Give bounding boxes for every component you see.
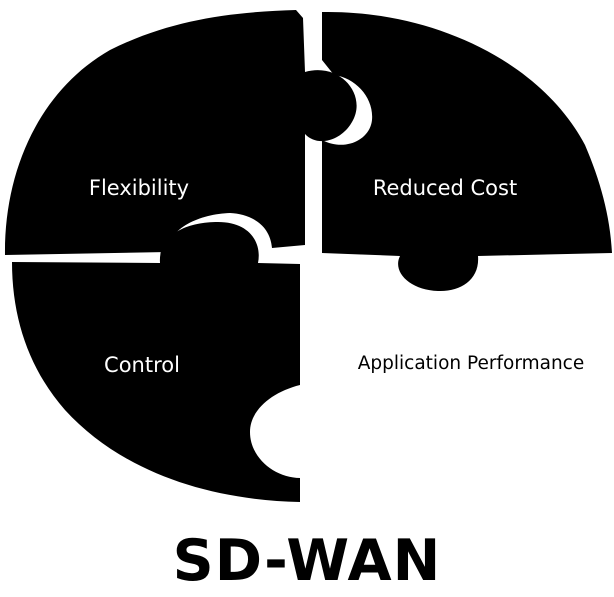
label-application-performance: Application Performance bbox=[358, 353, 584, 374]
label-flexibility: Flexibility bbox=[89, 176, 189, 200]
label-control: Control bbox=[104, 353, 180, 377]
puzzle-piece-flexibility bbox=[4, 10, 357, 255]
puzzle-piece-control bbox=[12, 222, 300, 502]
diagram-title: SD-WAN bbox=[172, 528, 442, 594]
label-reduced-cost: Reduced Cost bbox=[373, 176, 517, 200]
puzzle-piece-reduced-cost bbox=[322, 11, 612, 292]
